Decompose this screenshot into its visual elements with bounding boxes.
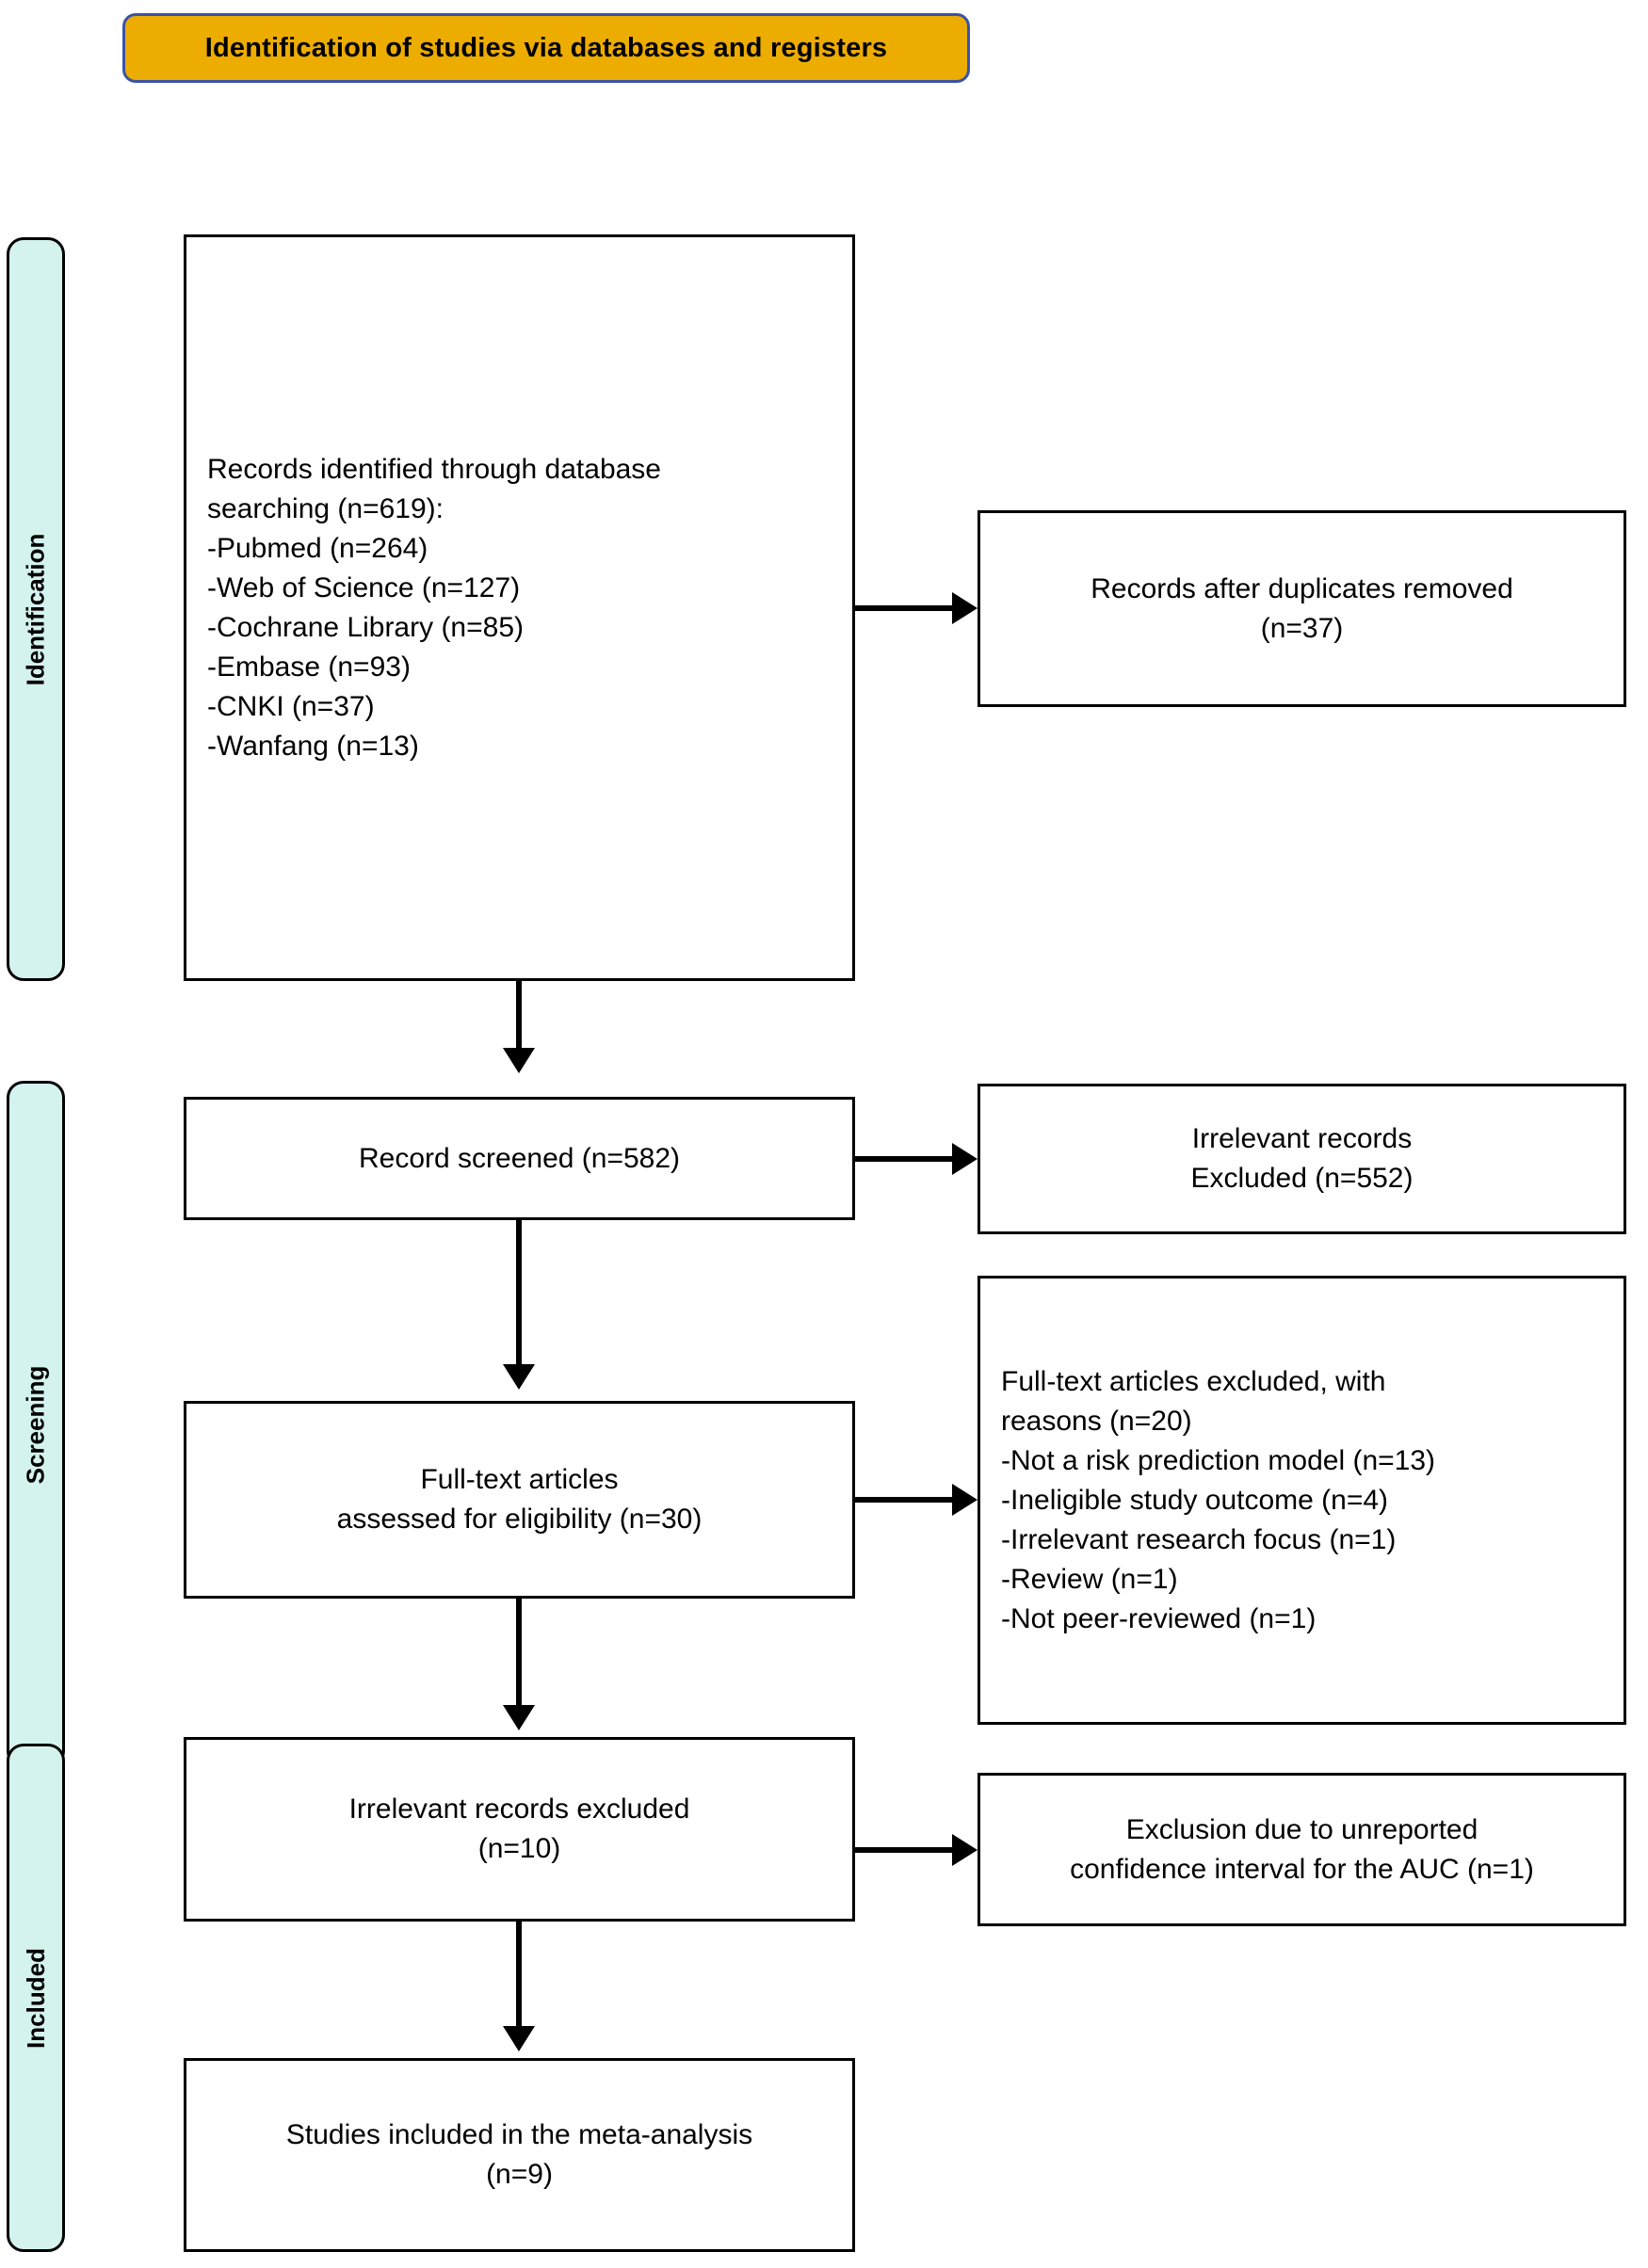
arrowhead-irrelevant2-to-included	[503, 2026, 535, 2051]
box-duplicates-removed-text: Records after duplicates removed (n=37)	[1091, 572, 1513, 644]
box-irrelevant-records-excluded: Irrelevant records Excluded (n=552)	[977, 1084, 1626, 1234]
box-auc-excluded-text: Exclusion due to unreported confidence i…	[1070, 1813, 1534, 1885]
box-duplicates-removed: Records after duplicates removed (n=37)	[977, 510, 1626, 707]
box-auc-excluded: Exclusion due to unreported confidence i…	[977, 1773, 1626, 1926]
arrowhead-identified-to-duplicates	[952, 592, 977, 624]
box-fulltext-assessed-text: Full-text articles assessed for eligibil…	[336, 1464, 703, 1535]
diagram-header-banner: Identification of studies via databases …	[122, 13, 970, 83]
stage-label-screening-text: Screening	[21, 1365, 50, 1484]
arrowhead-identified-to-screened	[503, 1048, 535, 1073]
box-fulltext-excluded-text: Full-text articles excluded, with reason…	[1001, 1365, 1436, 1634]
stage-label-identification-text: Identification	[21, 533, 50, 685]
box-records-identified: Records identified through database sear…	[184, 234, 855, 981]
stage-label-included-text: Included	[21, 1947, 50, 2049]
connector-irrelevant2-to-included	[516, 1922, 522, 2033]
connector-identified-to-screened	[516, 981, 522, 1054]
arrowhead-screened-to-fulltext	[503, 1364, 535, 1390]
arrowhead-irrelevant2-to-auc	[952, 1834, 977, 1866]
connector-identified-to-duplicates	[855, 605, 959, 611]
stage-label-included: Included	[7, 1744, 65, 2252]
arrowhead-fulltext-to-excluded	[952, 1484, 977, 1516]
stage-label-identification: Identification	[7, 237, 65, 981]
diagram-title: Identification of studies via databases …	[204, 32, 888, 63]
connector-fulltext-to-excluded	[855, 1497, 959, 1503]
arrowhead-fulltext-to-irrelevant2	[503, 1705, 535, 1730]
box-fulltext-assessed: Full-text articles assessed for eligibil…	[184, 1401, 855, 1599]
box-records-screened: Record screened (n=582)	[184, 1097, 855, 1220]
arrowhead-screened-to-irrelevant	[952, 1143, 977, 1175]
box-records-screened-text: Record screened (n=582)	[358, 1142, 681, 1174]
box-irrelevant-records-excluded-text: Irrelevant records Excluded (n=552)	[1190, 1123, 1414, 1194]
box-studies-included-text: Studies included in the meta-analysis (n…	[285, 2119, 753, 2190]
box-fulltext-excluded: Full-text articles excluded, with reason…	[977, 1276, 1626, 1725]
stage-label-screening: Screening	[7, 1081, 65, 1768]
box-studies-included: Studies included in the meta-analysis (n…	[184, 2058, 855, 2252]
connector-fulltext-to-irrelevant2	[516, 1599, 522, 1712]
box-irrelevant-records-excluded-2: Irrelevant records excluded (n=10)	[184, 1737, 855, 1922]
box-irrelevant-records-excluded-2-text: Irrelevant records excluded (n=10)	[348, 1793, 690, 1864]
connector-irrelevant2-to-auc	[855, 1847, 959, 1853]
connector-screened-to-irrelevant	[855, 1156, 959, 1162]
connector-screened-to-fulltext	[516, 1220, 522, 1371]
box-records-identified-text: Records identified through database sear…	[207, 453, 661, 762]
